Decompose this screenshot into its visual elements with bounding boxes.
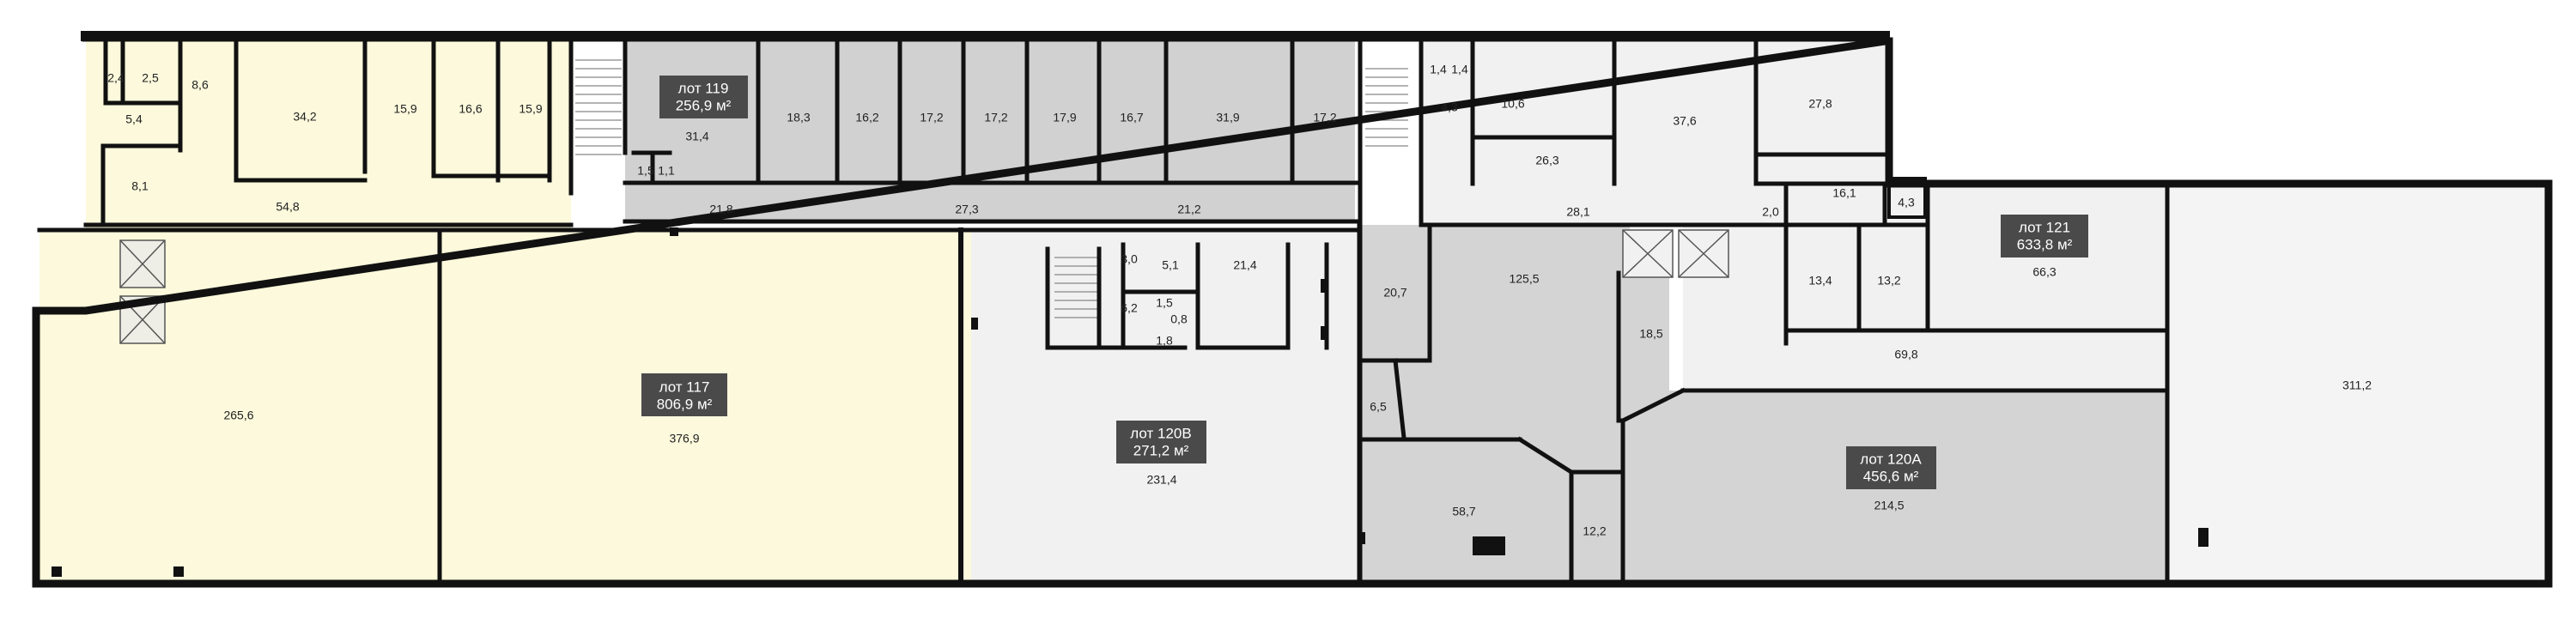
- room-area: 18,5: [1639, 327, 1662, 341]
- room-area: 6,5: [1370, 400, 1387, 414]
- room-area: 214,5: [1874, 499, 1904, 512]
- room-area: 1,8: [1156, 334, 1173, 348]
- room-area: 6,2: [1121, 301, 1138, 315]
- room-area: 21,4: [1233, 258, 1256, 272]
- room-area: 0,8: [1170, 312, 1188, 326]
- room-area: 28,1: [1566, 205, 1589, 219]
- lot121-big-hall[interactable]: [2167, 184, 2545, 580]
- svg-text:271,2 м²: 271,2 м²: [1133, 442, 1189, 458]
- room-area: 31,4: [685, 130, 708, 143]
- room-area: 17,9: [1053, 111, 1076, 124]
- room-area: 26,3: [1535, 154, 1558, 167]
- lot120a-zone-west[interactable]: [1359, 225, 1630, 580]
- room-area: 8,1: [131, 179, 149, 193]
- lot-badges: лот 117 806,9 м² лот 119 256,9 м² лот 12…: [641, 76, 2088, 489]
- lot119-zone[interactable]: [625, 41, 1355, 221]
- lot-badge-117: лот 117 806,9 м²: [641, 373, 727, 416]
- svg-text:лот 120В: лот 120В: [1130, 425, 1191, 441]
- room-area: 15,9: [393, 102, 416, 116]
- svg-text:лот 120А: лот 120А: [1860, 451, 1922, 467]
- room-area: 2,4: [107, 71, 125, 85]
- room-area: 17,2: [920, 111, 943, 124]
- lot-badge-119: лот 119 256,9 м²: [659, 76, 748, 118]
- room-area: 13,4: [1808, 274, 1832, 288]
- room-area: 4,3: [1898, 196, 1915, 209]
- lot120b-zone[interactable]: [971, 230, 1359, 580]
- room-area: 21,8: [709, 203, 732, 216]
- room-area: 10,6: [1501, 97, 1524, 111]
- room-area: 34,2: [293, 110, 316, 124]
- room-area: 16,1: [1832, 186, 1856, 200]
- room-area: 16,6: [459, 102, 482, 116]
- svg-text:806,9 м²: 806,9 м²: [657, 396, 713, 412]
- room-area: 37,6: [1673, 114, 1696, 128]
- room-area: 69,8: [1894, 348, 1917, 361]
- room-area: 21,2: [1177, 203, 1200, 216]
- room-area: 1,4: [1451, 63, 1468, 76]
- room-area: 1,5: [1156, 296, 1173, 310]
- room-area: 4,3: [1441, 100, 1458, 114]
- svg-text:256,9 м²: 256,9 м²: [676, 97, 732, 113]
- lot-badge-120a: лот 120А 456,6 м²: [1846, 446, 1936, 489]
- svg-text:456,6 м²: 456,6 м²: [1863, 468, 1919, 484]
- room-area: 17,2: [984, 111, 1007, 124]
- lot120a-zone-mid[interactable]: [1618, 273, 1669, 410]
- lot-badge-120b: лот 120В 271,2 м²: [1116, 421, 1206, 463]
- room-area: 17,2: [1313, 111, 1336, 124]
- stairwell-east: [1360, 41, 1420, 163]
- room-area: 2,0: [1762, 205, 1779, 219]
- room-area: 5,4: [125, 112, 143, 126]
- room-area: 31,9: [1216, 111, 1239, 124]
- room-area: 8,6: [191, 78, 209, 92]
- zone-fills: [39, 38, 2545, 580]
- room-area: 3,0: [1121, 252, 1138, 266]
- room-area: 311,2: [2342, 379, 2372, 392]
- room-area: 231,4: [1146, 473, 1176, 487]
- room-area: 16,7: [1120, 111, 1143, 124]
- room-area: 5,1: [1162, 258, 1179, 272]
- room-area: 27,3: [955, 203, 978, 216]
- room-area: 16,2: [855, 111, 878, 124]
- walls: [32, 31, 2553, 588]
- room-area: 125,5: [1509, 272, 1539, 286]
- room-area: 27,8: [1808, 97, 1832, 111]
- room-area: 1,5: [637, 164, 654, 178]
- room-area: 66,3: [2032, 265, 2056, 279]
- room-area: 265,6: [223, 409, 253, 422]
- lot-badge-121: лот 121 633,8 м²: [2001, 215, 2088, 257]
- room-area: 20,7: [1383, 286, 1406, 300]
- room-area: 1,1: [658, 164, 675, 178]
- room-area: 13,2: [1877, 274, 1900, 288]
- room-area: 54,8: [276, 200, 299, 214]
- room-area: 12,2: [1583, 524, 1606, 538]
- room-area: 15,9: [519, 102, 542, 116]
- room-area: 376,9: [669, 432, 699, 445]
- lot117-zone-west[interactable]: [39, 230, 971, 580]
- columns: [52, 227, 2208, 577]
- room-area: 1,4: [1430, 63, 1447, 76]
- room-area: 58,7: [1452, 505, 1475, 518]
- svg-text:633,8 м²: 633,8 м²: [2017, 236, 2073, 252]
- svg-text:лот 119: лот 119: [678, 80, 729, 96]
- stair-treads: [575, 59, 1408, 318]
- svg-text:лот 117: лот 117: [659, 379, 710, 395]
- room-area: 2,5: [142, 71, 159, 85]
- room-area: 18,3: [787, 111, 810, 124]
- room-labels: 2,4 2,5 8,6 34,2 15,9 16,6 15,9 5,4 8,1 …: [107, 63, 2372, 538]
- lot117-zone-north[interactable]: [86, 38, 571, 233]
- svg-text:лот 121: лот 121: [2019, 219, 2070, 235]
